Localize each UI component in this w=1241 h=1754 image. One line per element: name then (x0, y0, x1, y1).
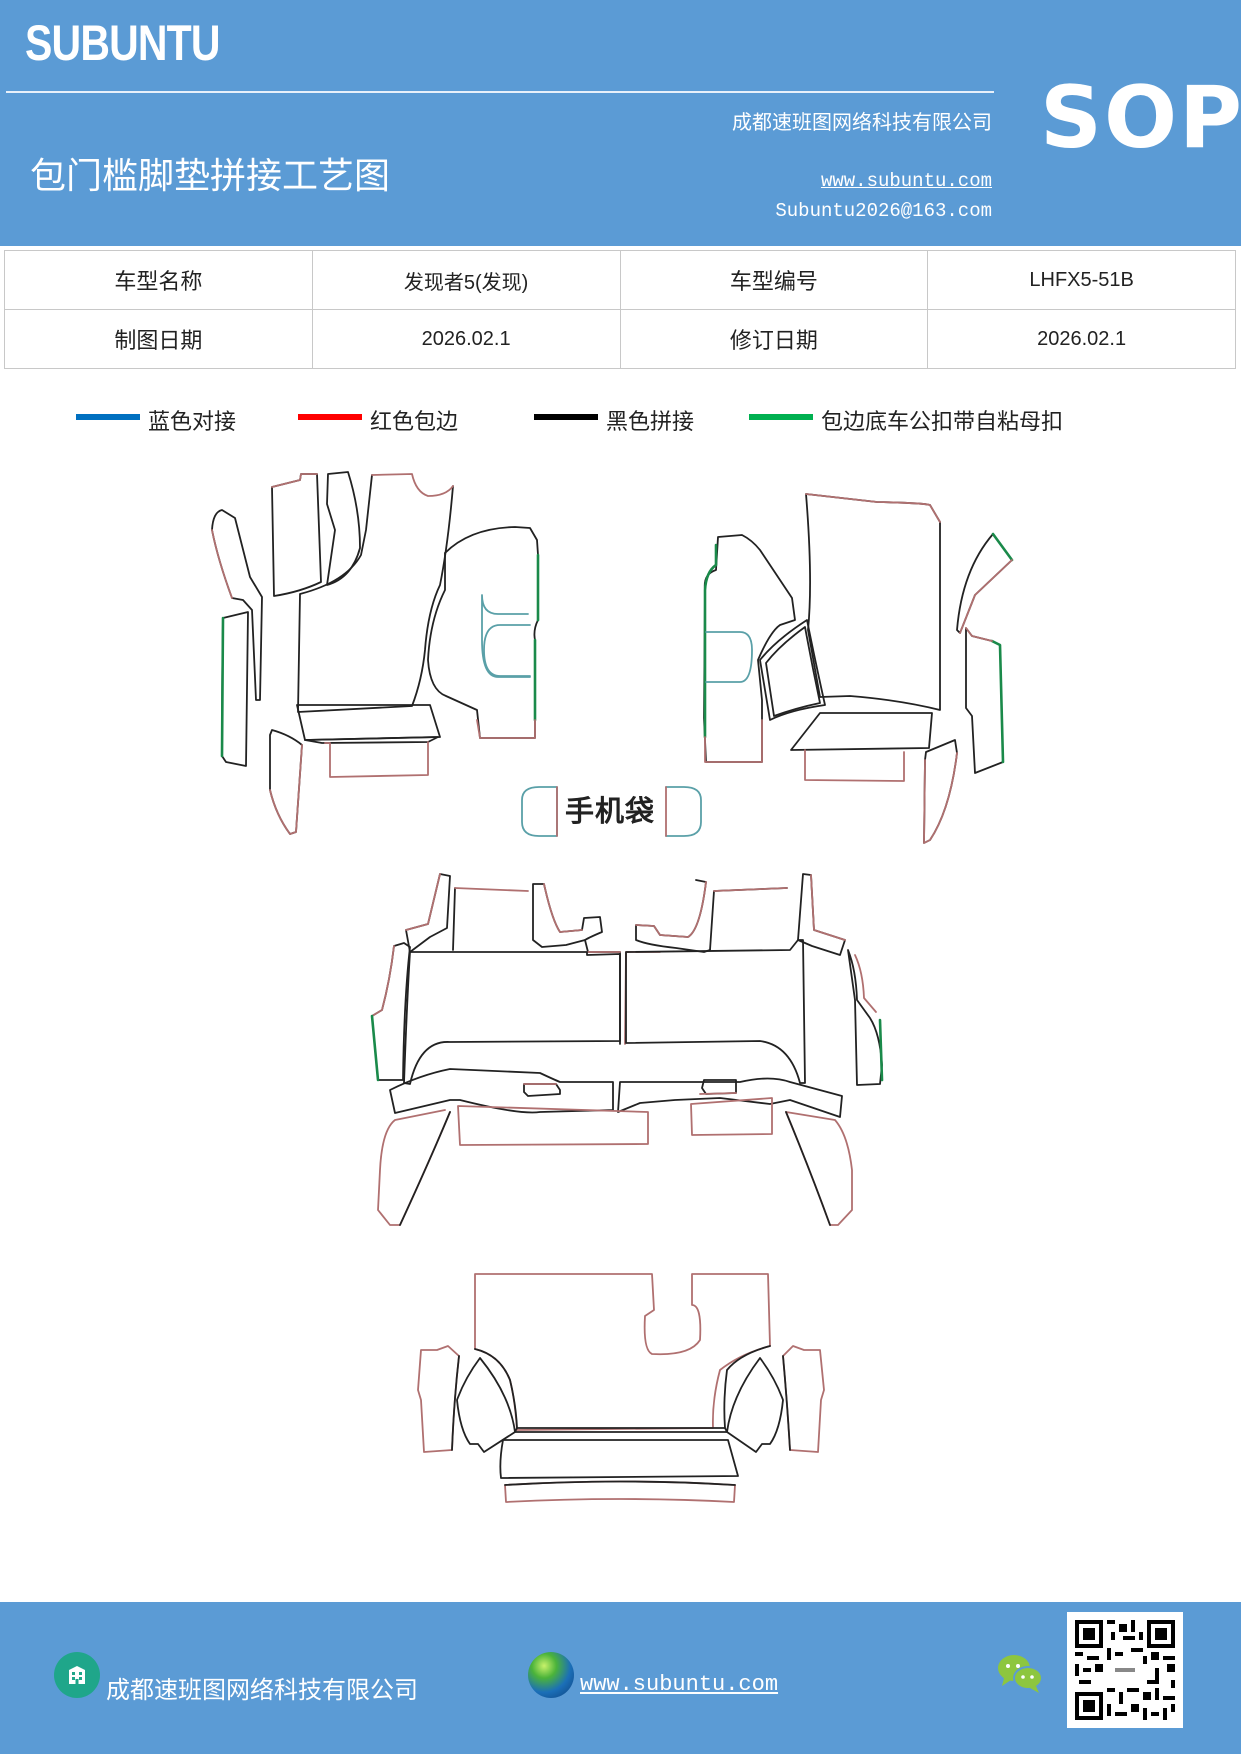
legend-label: 黑色拼接 (606, 410, 695, 435)
header-email: Subuntu2026@163.com (775, 200, 992, 222)
qr-code (1067, 1612, 1183, 1728)
header-website-link[interactable]: www.subuntu.com (820, 170, 992, 192)
wechat-icon (998, 1655, 1043, 1693)
page-footer: 成都速班图网络科技有限公司 www.subuntu.com (0, 1602, 1241, 1754)
label-model-name: 车型名称 (4, 250, 313, 310)
header-divider (6, 91, 994, 93)
table-row: 制图日期 2026.02.1 修订日期 2026.02.1 (4, 309, 1236, 369)
legend-label: 红色包边 (370, 410, 459, 435)
header-company-name: 成都速班图网络科技有限公司 (732, 110, 992, 134)
document-title: 包门槛脚垫拼接工艺图 (30, 156, 391, 197)
trunk-mats (417, 1273, 825, 1503)
phone-pockets (521, 786, 702, 837)
label-draw-date: 制图日期 (4, 309, 313, 369)
legend-label: 蓝色对接 (148, 410, 237, 435)
table-row: 车型名称 发现者5(发现) 车型编号 LHFX5-51B (4, 250, 1236, 310)
value-model-name: 发现者5(发现) (311, 250, 621, 310)
legend-item-blue: 蓝色对接 (76, 400, 236, 440)
legend-item-black: 黑色拼接 (534, 400, 694, 440)
globe-icon (528, 1652, 574, 1698)
footer-company-name: 成都速班图网络科技有限公司 (106, 1676, 418, 1704)
front-left-mats (211, 471, 540, 835)
label-model-code: 车型编号 (619, 250, 929, 310)
legend-swatch-black (534, 414, 598, 420)
front-right-mats (703, 493, 1014, 844)
phone-pocket-label: 手机袋 (565, 794, 656, 828)
legend-swatch-red (298, 414, 362, 420)
legend-item-red: 红色包边 (298, 400, 458, 440)
legend-swatch-blue (76, 414, 140, 420)
building-icon (54, 1652, 100, 1698)
second-row-mats (370, 873, 884, 1226)
sop-badge: SOP (1040, 68, 1241, 168)
page-header: SUBUNTU SOP 包门槛脚垫拼接工艺图 成都速班图网络科技有限公司 www… (0, 0, 1241, 246)
label-revision-date: 修订日期 (619, 309, 929, 369)
legend-swatch-green (749, 414, 813, 420)
brand-logo: SUBUNTU (25, 15, 221, 71)
value-draw-date: 2026.02.1 (311, 309, 621, 369)
footer-website-link[interactable]: www.subuntu.com (580, 1672, 779, 1697)
value-model-code: LHFX5-51B (927, 250, 1236, 310)
color-legend: 蓝色对接 红色包边 黑色拼接 包边底车公扣带自粘母扣 (0, 400, 1241, 440)
legend-item-green: 包边底车公扣带自粘母扣 (749, 400, 1063, 440)
legend-label: 包边底车公扣带自粘母扣 (821, 410, 1064, 435)
vehicle-info-table: 车型名称 发现者5(发现) 车型编号 LHFX5-51B 制图日期 2026.0… (4, 250, 1236, 369)
value-revision-date: 2026.02.1 (927, 309, 1236, 369)
mat-layout-diagram (211, 471, 1014, 1503)
